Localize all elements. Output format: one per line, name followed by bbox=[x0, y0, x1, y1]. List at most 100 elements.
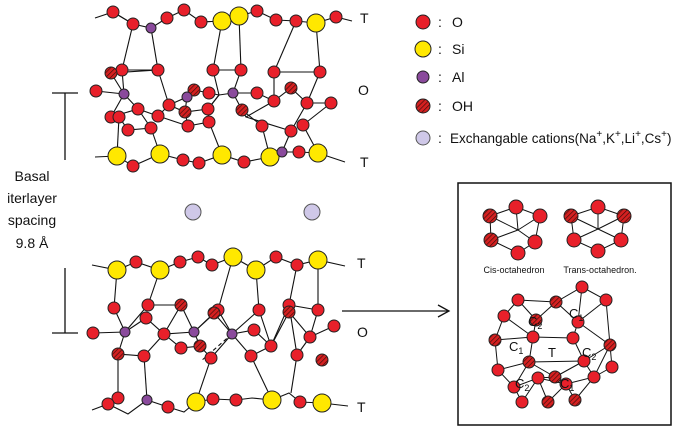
oxygen-atom bbox=[161, 400, 175, 414]
hydroxyl-group bbox=[193, 339, 207, 353]
oxygen-atom bbox=[247, 323, 261, 337]
oxygen-atom bbox=[89, 84, 103, 98]
oxygen-atom bbox=[327, 319, 341, 333]
aluminum-atom bbox=[141, 394, 153, 406]
oxygen-atom bbox=[144, 121, 158, 135]
silicon-atom bbox=[150, 260, 170, 280]
legend-hydroxyl-swatch bbox=[415, 98, 431, 114]
oxygen-atom bbox=[264, 339, 278, 353]
oxygen-atom bbox=[329, 10, 343, 24]
oxygen-atom bbox=[141, 298, 155, 312]
oxygen-atom bbox=[269, 250, 283, 264]
oxygen-atom bbox=[206, 392, 220, 406]
oxygen-atom bbox=[250, 4, 264, 18]
hydroxyl-group bbox=[282, 305, 296, 319]
silicon-atom bbox=[229, 6, 249, 26]
oxygen-atom bbox=[106, 5, 120, 19]
oxygen-atom bbox=[284, 124, 298, 138]
oxygen-atom bbox=[151, 63, 165, 77]
svg-text::: : bbox=[438, 41, 442, 57]
silicon-atom bbox=[308, 143, 328, 163]
oxygen-atom bbox=[181, 119, 195, 133]
silicon-atom bbox=[186, 392, 206, 412]
silicon-atom bbox=[150, 144, 170, 164]
silicon-atom bbox=[212, 11, 232, 31]
oxygen-atom bbox=[290, 258, 304, 272]
trans-octahedron bbox=[563, 199, 632, 259]
oxygen-atom bbox=[289, 14, 303, 28]
top-layer-atoms bbox=[89, 3, 343, 173]
aluminum-atom bbox=[181, 91, 193, 103]
svg-text:9.8 Å: 9.8 Å bbox=[16, 235, 49, 251]
oxygen-atom bbox=[194, 15, 208, 29]
layer-label: O bbox=[357, 324, 368, 340]
oxygen-atom bbox=[86, 326, 100, 340]
exchangeable-cation bbox=[303, 203, 321, 221]
oxygen-atom bbox=[252, 303, 266, 317]
oxygen-atom bbox=[244, 349, 258, 363]
legend-oxygen-swatch bbox=[415, 14, 431, 30]
tetrahedral-site-label: T bbox=[548, 345, 556, 360]
oxygen-atom bbox=[234, 63, 248, 77]
oxygen-atom bbox=[111, 391, 125, 405]
oxygen-atom bbox=[204, 351, 218, 365]
oxygen-atom bbox=[313, 65, 327, 79]
oxygen-atom bbox=[176, 153, 190, 167]
aluminum-atom bbox=[276, 146, 288, 158]
bottom-layer-atoms bbox=[86, 247, 341, 414]
silicon-atom bbox=[260, 147, 280, 167]
trans-octahedron-label: Trans-octahedron. bbox=[563, 265, 636, 275]
top-view-atoms bbox=[488, 280, 619, 409]
oxygen-atom bbox=[160, 11, 174, 25]
svg-text:Basal: Basal bbox=[14, 168, 49, 184]
svg-text:C2: C2 bbox=[515, 376, 529, 393]
oxygen-atom bbox=[303, 330, 317, 344]
oxygen-atom bbox=[202, 86, 216, 100]
oxygen-atom bbox=[112, 110, 126, 124]
layer-label: T bbox=[360, 10, 369, 26]
aluminum-atom bbox=[226, 328, 238, 340]
basal-spacing-bracket bbox=[52, 92, 78, 334]
oxygen-atom bbox=[139, 311, 153, 325]
hydroxyl-group bbox=[111, 347, 125, 361]
oxygen-atom bbox=[311, 303, 325, 317]
oxygen-atom bbox=[229, 393, 243, 407]
top-clay-layer bbox=[94, 9, 353, 167]
oxygen-atom bbox=[255, 119, 269, 133]
svg-text::: : bbox=[438, 130, 442, 146]
hydroxyl-group bbox=[207, 306, 221, 320]
legend-cation-label: Exchangable cations(Na+,K+,Li+,Cs+) bbox=[450, 129, 672, 146]
oxygen-atom bbox=[267, 94, 281, 108]
silicon-atom bbox=[107, 146, 127, 166]
aluminum-atom bbox=[227, 87, 239, 99]
svg-text:C1: C1 bbox=[560, 376, 574, 393]
svg-text:C2: C2 bbox=[528, 314, 542, 331]
layer-label: T bbox=[357, 399, 366, 415]
octahedra-inset: Cis-octahedron Trans-octahedron. bbox=[457, 182, 672, 426]
exchangeable-cation bbox=[184, 203, 202, 221]
aluminum-atom bbox=[119, 326, 131, 338]
oxygen-atom bbox=[269, 13, 283, 27]
oxygen-atom bbox=[115, 63, 129, 77]
oxygen-atom bbox=[324, 96, 338, 110]
silicon-atom bbox=[223, 247, 243, 267]
svg-text:iterlayer: iterlayer bbox=[7, 190, 57, 206]
cis-octahedron-label: Cis-octahedron bbox=[483, 265, 544, 275]
oxygen-atom bbox=[290, 348, 304, 362]
hydroxyl-group bbox=[187, 83, 201, 97]
legend-aluminum-label: Al bbox=[452, 69, 464, 85]
hydroxyl-group bbox=[235, 103, 249, 117]
layer-label: T bbox=[357, 255, 366, 271]
svg-text::: : bbox=[438, 69, 442, 85]
oxygen-atom bbox=[137, 349, 151, 363]
oxygen-atom bbox=[173, 255, 187, 269]
oxygen-atom bbox=[157, 327, 171, 341]
aluminum-atom bbox=[118, 88, 130, 100]
oxygen-atom bbox=[107, 301, 121, 315]
oxygen-atom bbox=[206, 63, 220, 77]
hydroxyl-group bbox=[104, 66, 118, 80]
oxygen-atom bbox=[162, 98, 176, 112]
oxygen-atom bbox=[296, 118, 310, 132]
hydroxyl-group bbox=[284, 81, 298, 95]
aluminum-atom bbox=[188, 326, 200, 338]
